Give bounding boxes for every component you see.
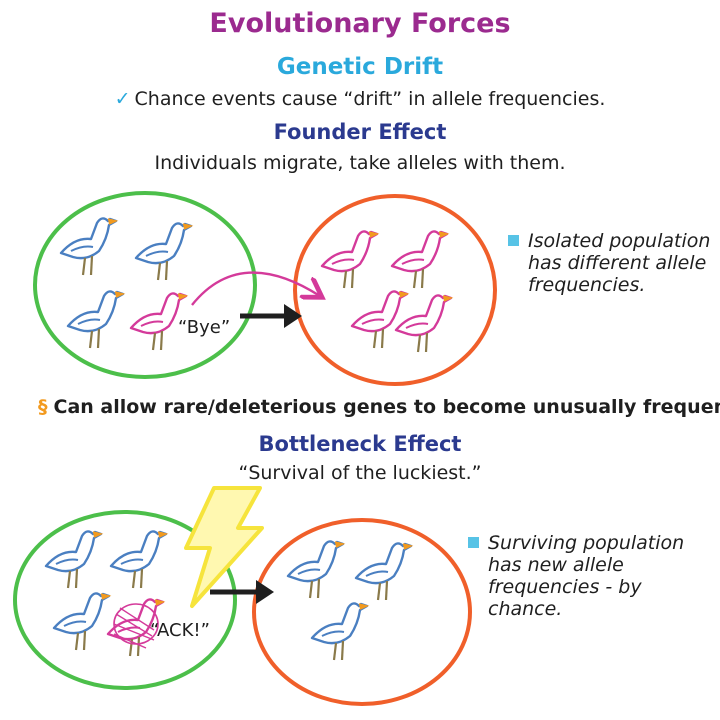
pink-bird xyxy=(320,230,379,290)
bullet-icon xyxy=(468,537,479,548)
blue-bird xyxy=(310,602,369,662)
bottleneck-note: Surviving population has new allele freq… xyxy=(468,532,713,620)
genetic-drift-line: ✓Chance events cause “drift” in allele f… xyxy=(0,88,720,110)
bye-label: “Bye” xyxy=(178,317,230,338)
surviving-population-circle xyxy=(252,518,472,706)
page-title: Evolutionary Forces xyxy=(209,8,511,39)
blue-bird xyxy=(59,217,118,277)
original-population-circle xyxy=(13,510,237,690)
blue-bird xyxy=(286,540,345,600)
move-arrow xyxy=(240,304,302,328)
pink-bird xyxy=(390,230,449,290)
pink-bird xyxy=(394,294,453,354)
source-population-circle xyxy=(33,191,257,379)
blue-bird xyxy=(44,530,103,590)
genetic-drift-text: Chance events cause “drift” in allele fr… xyxy=(134,88,606,110)
founder-note: Isolated population has different allele… xyxy=(508,230,713,296)
rare-genes-text: Can allow rare/deleterious genes to beco… xyxy=(53,396,720,418)
move-arrow xyxy=(210,580,274,604)
ack-label: “ACK!” xyxy=(150,620,210,641)
bullet-icon xyxy=(508,235,519,246)
founder-note-text: Isolated population has different allele… xyxy=(528,230,711,296)
blue-bird xyxy=(354,542,413,602)
blue-bird xyxy=(52,592,111,652)
migration-arrow xyxy=(191,271,320,306)
founder-effect-heading: Founder Effect xyxy=(273,120,447,144)
check-icon: ✓ xyxy=(114,88,131,110)
blue-bird xyxy=(134,222,193,282)
blue-bird xyxy=(66,290,125,350)
hook-icon: § xyxy=(38,396,48,418)
bottleneck-quote: “Survival of the luckiest.” xyxy=(238,462,482,484)
isolated-population-circle xyxy=(293,194,497,386)
bottleneck-note-text: Surviving population has new allele freq… xyxy=(488,532,685,620)
blue-bird xyxy=(109,530,168,590)
rare-genes-line: §Can allow rare/deleterious genes to bec… xyxy=(38,396,720,418)
founder-effect-text: Individuals migrate, take alleles with t… xyxy=(154,152,566,174)
struck-bird xyxy=(106,598,165,658)
pink-bird xyxy=(350,290,409,350)
bottleneck-effect-heading: Bottleneck Effect xyxy=(258,432,462,456)
genetic-drift-heading: Genetic Drift xyxy=(276,54,444,80)
lightning-icon xyxy=(184,486,264,608)
